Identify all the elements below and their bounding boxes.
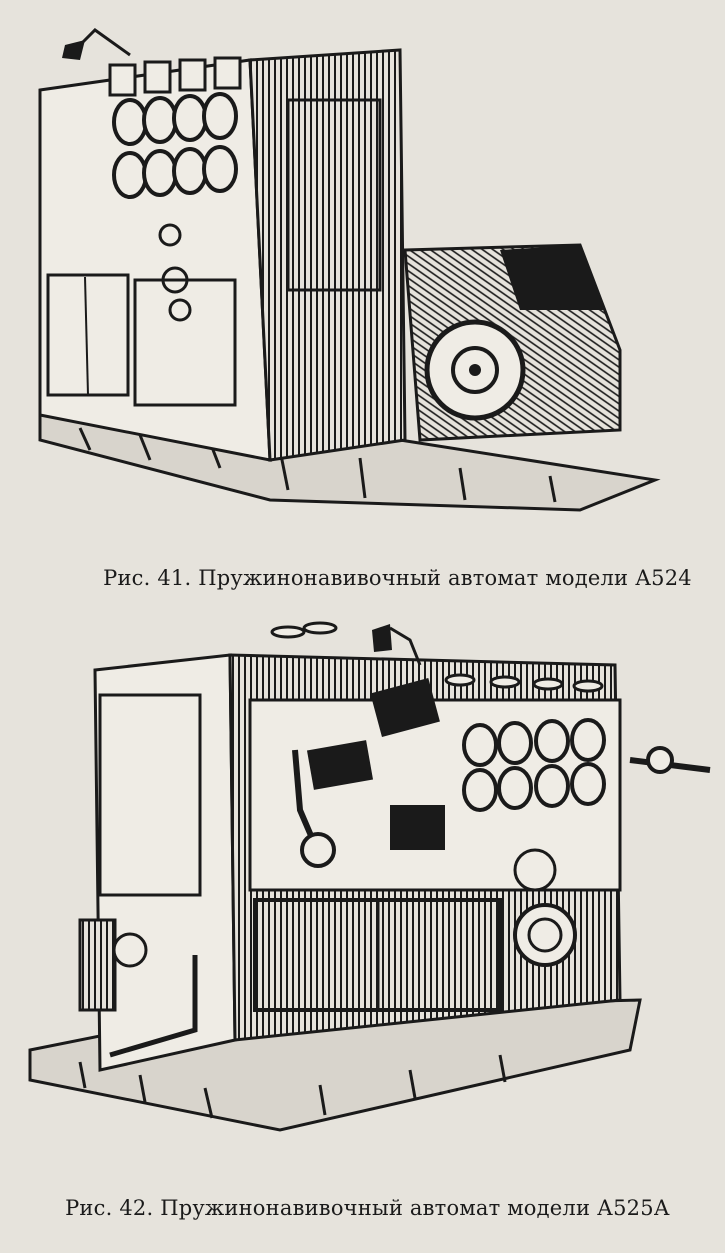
machine-a524-drawing (38, 28, 661, 512)
figure-41-caption: Рис. 41. Пружинонавивочный автомат модел… (103, 566, 692, 590)
machine-a525a-drawing (28, 621, 711, 1132)
figure-41-illustration (20, 10, 670, 530)
figure-42-caption: Рис. 42. Пружинонавивочный автомат модел… (65, 1196, 670, 1220)
figure-42-illustration (20, 610, 720, 1170)
